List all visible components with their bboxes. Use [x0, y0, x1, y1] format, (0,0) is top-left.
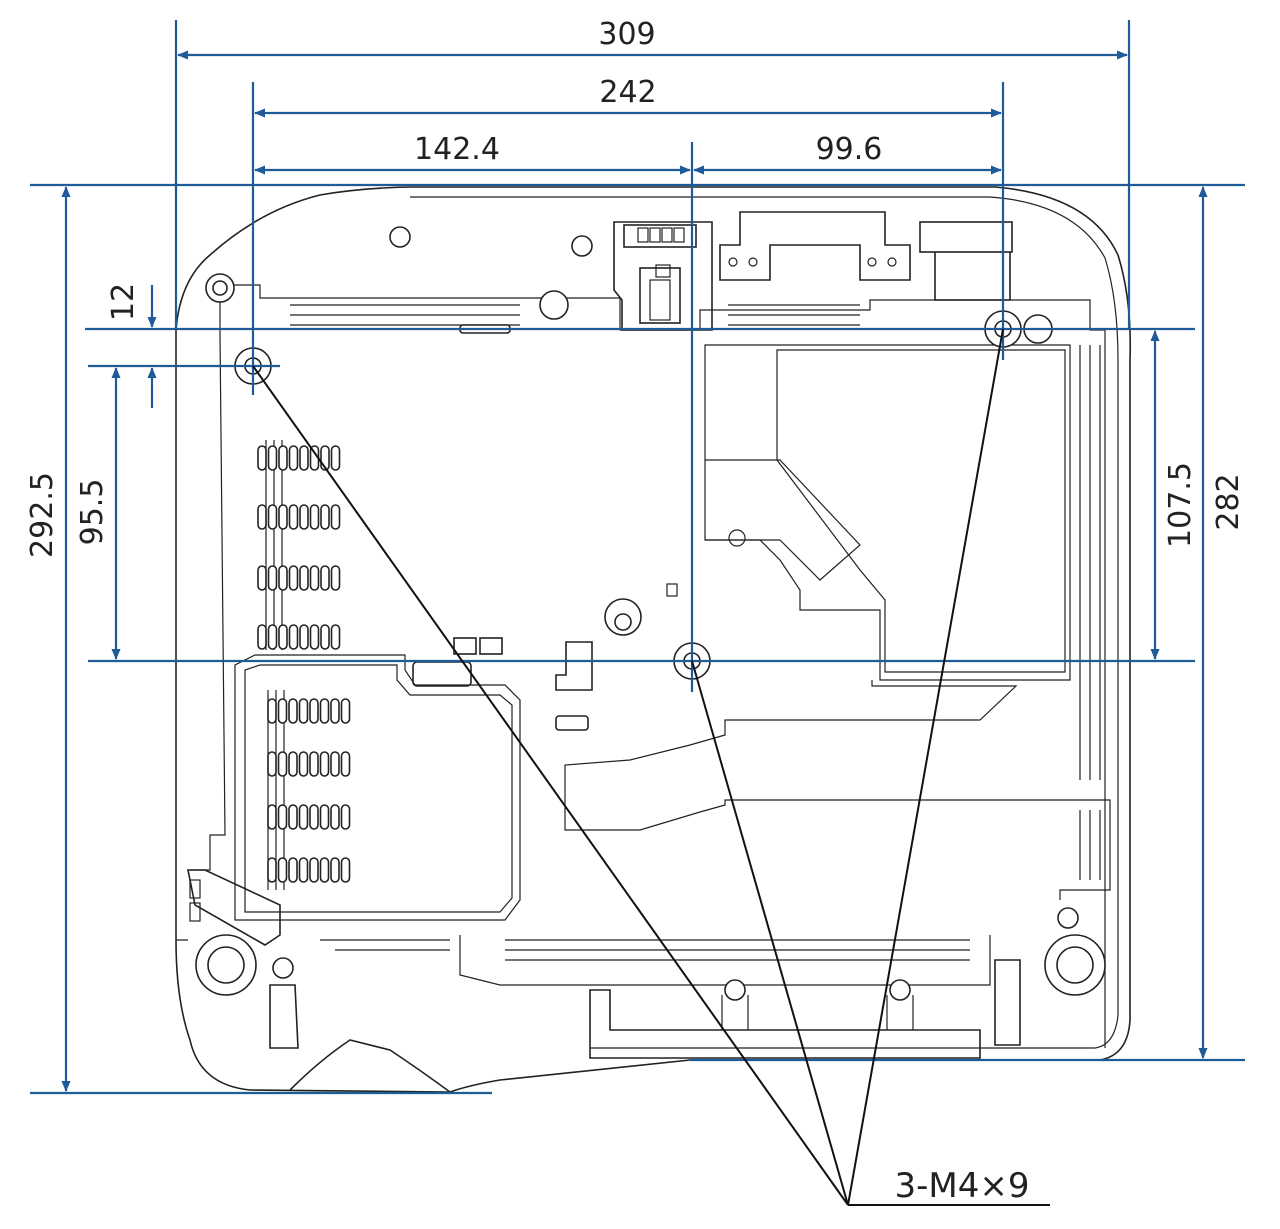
vent-slot [278, 565, 288, 591]
vent-slot [330, 857, 340, 883]
vent-slot [330, 751, 340, 777]
vent-slot [277, 804, 288, 830]
vent-slot [267, 504, 278, 530]
screw-spec-label: 3-M4×9 [895, 1166, 1030, 1206]
label-107-5: 107.5 [1163, 462, 1198, 548]
vent-slot [309, 804, 319, 830]
label-12: 12 [106, 283, 141, 321]
vent-slot [340, 857, 351, 883]
vent-slot [288, 565, 299, 591]
vent-slot [267, 857, 277, 883]
left-vent-grid [257, 440, 351, 890]
vent-slot [277, 751, 288, 777]
right-vent [1079, 345, 1101, 880]
vent-slot [319, 804, 330, 830]
vent-slot [319, 751, 330, 777]
vent-slot [267, 804, 277, 830]
vent-slot [309, 504, 320, 530]
vent-slot [309, 624, 320, 650]
vent-slot [288, 804, 298, 830]
vent-slot [298, 698, 309, 724]
vent-slot [277, 698, 288, 724]
vent-slot [288, 751, 298, 777]
vent-slot [309, 565, 320, 591]
label-242: 242 [599, 75, 656, 110]
label-292-5: 292.5 [25, 472, 60, 558]
vent-slot [267, 751, 277, 777]
vent-slot [257, 624, 267, 650]
vent-slot [320, 504, 330, 530]
vent-slot [330, 565, 341, 591]
vent-slot [298, 751, 309, 777]
vent-slot [299, 565, 309, 591]
vent-slot [340, 751, 351, 777]
label-95-5: 95.5 [75, 479, 110, 546]
vent-slot [278, 624, 288, 650]
label-309: 309 [598, 17, 655, 52]
vent-slot [288, 504, 299, 530]
vent-slot [340, 698, 351, 724]
vent-slot [298, 857, 309, 883]
projector-body [175, 186, 1132, 1093]
vent-slot [278, 445, 288, 471]
vent-slot [267, 565, 278, 591]
screw-callout: 3-M4×9 [252, 328, 1050, 1206]
vent-slot [288, 445, 299, 471]
vent-slot [277, 857, 288, 883]
dimension-lines [30, 20, 1245, 1095]
vent-slot [340, 804, 351, 830]
vent-slot [309, 857, 319, 883]
label-142-4: 142.4 [414, 132, 500, 167]
vent-slot [299, 624, 309, 650]
vent-slot [278, 504, 288, 530]
vent-slot [267, 445, 278, 471]
vent-slot [298, 804, 309, 830]
vent-slot [257, 565, 267, 591]
vent-slot [257, 504, 267, 530]
vent-slot [267, 624, 278, 650]
vent-slot [309, 698, 319, 724]
label-99-6: 99.6 [816, 132, 883, 167]
vent-slot [319, 698, 330, 724]
vent-slot [319, 857, 330, 883]
vent-slot [330, 804, 340, 830]
vent-slot [288, 624, 299, 650]
vent-slot [320, 565, 330, 591]
vent-slot [267, 698, 277, 724]
vent-slot [299, 504, 309, 530]
vent-slot [309, 751, 319, 777]
vent-slot [288, 857, 298, 883]
vent-slot [299, 445, 309, 471]
label-282: 282 [1211, 473, 1246, 530]
vent-slot [330, 698, 340, 724]
vent-slot [330, 445, 341, 471]
vent-slot [288, 698, 298, 724]
vent-slot [330, 624, 341, 650]
dimension-labels: 309 242 142.4 99.6 292.5 95.5 12 107.5 2… [25, 17, 1246, 558]
vent-slot [320, 624, 330, 650]
vent-slot [257, 445, 267, 471]
vent-slot [330, 504, 341, 530]
